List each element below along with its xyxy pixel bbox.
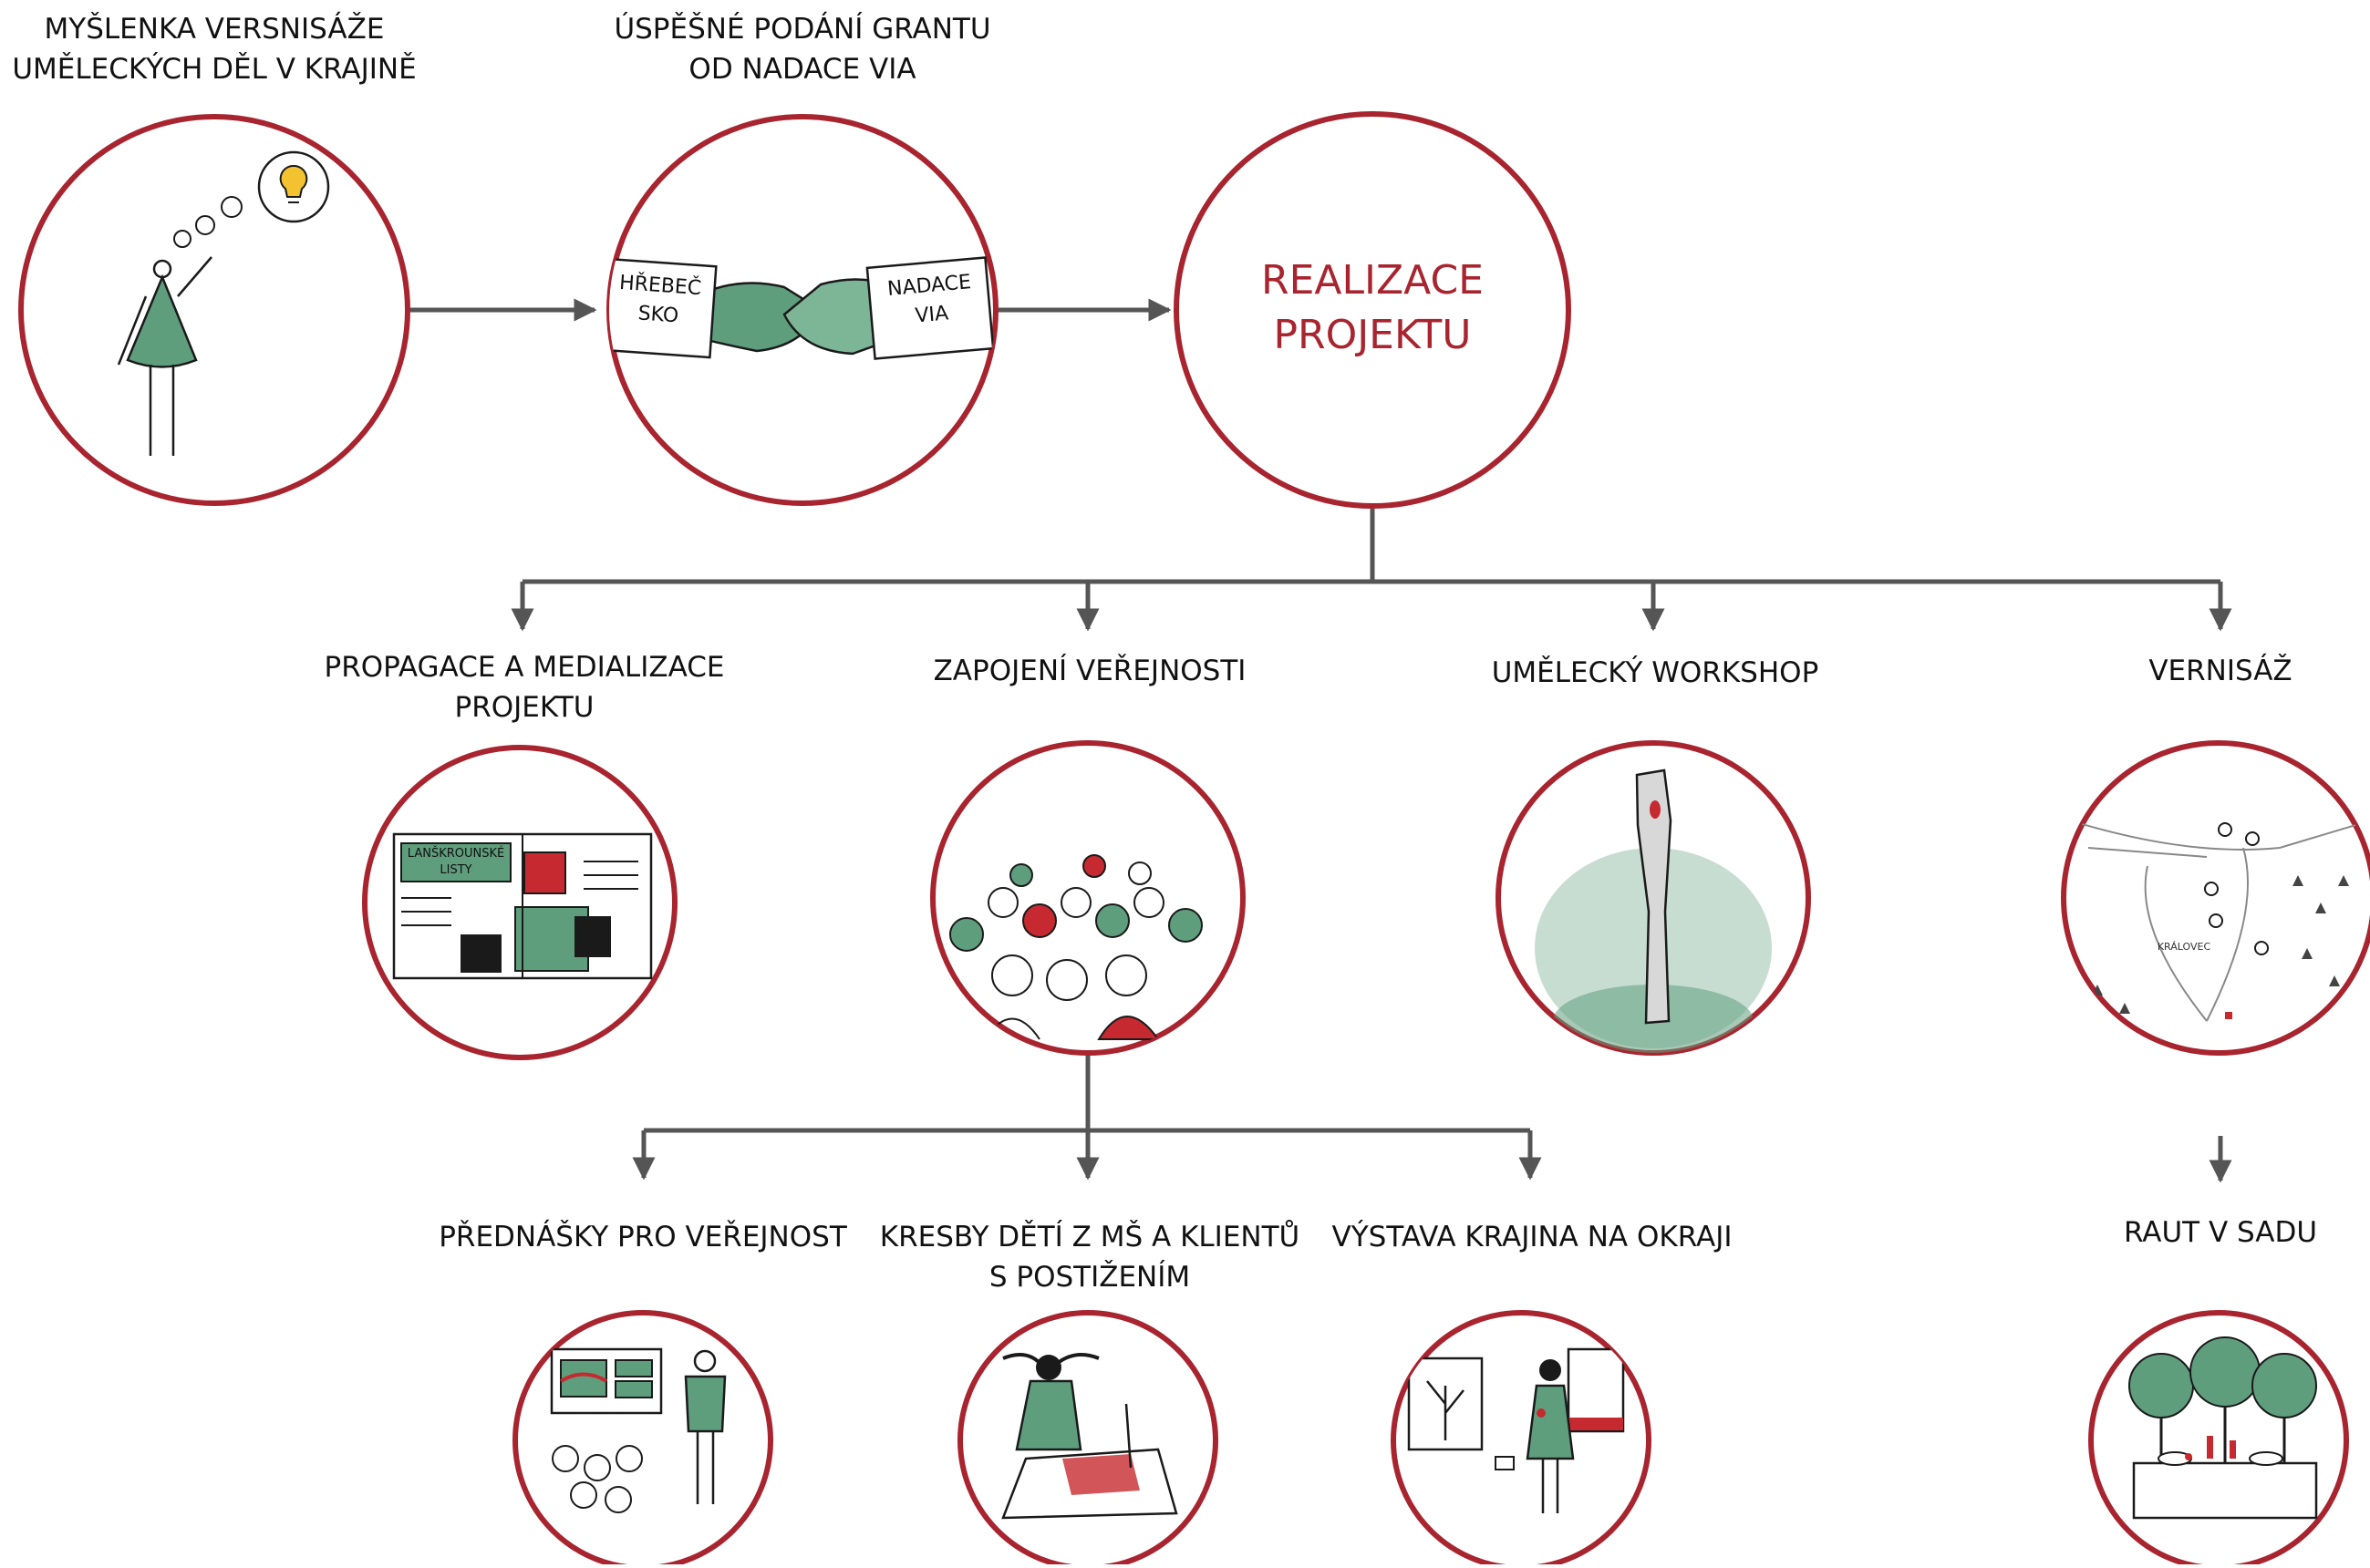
vernisaz-map-label: KRÁLOVEC [2143, 941, 2225, 954]
zapojeni-title-line1: ZAPOJENÍ VEŘEJNOSTI [933, 655, 1247, 687]
grant-node [606, 114, 999, 506]
crowd-icon [949, 854, 1203, 1040]
idea-node [18, 114, 410, 506]
raut-node [2088, 1310, 2349, 1568]
kresby-title: KRESBY DĚTÍ Z MŠ A KLIENTŮ S POSTIŽENÍM [866, 1217, 1313, 1297]
orchard-feast-icon [2128, 1336, 2318, 1520]
thinking-woman-icon [117, 150, 330, 456]
newspaper-icon [392, 832, 653, 980]
propagace-title-line1: PROPAGACE A MEDIALIZACE [324, 651, 725, 684]
prednasky-title-line1: PŘEDNÁŠKY PRO VEŘEJNOST [439, 1221, 847, 1253]
raut-title-line1: RAUT V SADU [2123, 1216, 2318, 1249]
workshop-title: UMĚLECKÝ WORKSHOP [1459, 653, 1851, 693]
kresby-node [957, 1310, 1218, 1568]
center-title-line1: REALIZACE [1261, 257, 1484, 304]
vystava-title-line1: VÝSTAVA KRAJINA NA OKRAJI [1331, 1221, 1733, 1253]
vernisaz-title: VERNISÁŽ [2097, 651, 2344, 691]
propagace-node [362, 745, 678, 1060]
child-drawing-icon [1001, 1353, 1178, 1520]
handshake-icon [609, 256, 995, 360]
idea-title-line2: UMĚLECKÝCH DĚL V KRAJINĚ [12, 53, 417, 86]
prednasky-node [512, 1310, 773, 1568]
grant-title-line1: ÚSPĚŠNÉ PODÁNÍ GRANTU [614, 13, 991, 46]
exhibition-icon [1407, 1347, 1625, 1513]
workshop-title-line1: UMĚLECKÝ WORKSHOP [1491, 656, 1819, 689]
vernisaz-map-label-text: KRÁLOVEC [2157, 941, 2211, 953]
center-node [1174, 111, 1571, 509]
grant-title-line2: OD NADACE VIA [688, 53, 916, 86]
kresby-title-line1: KRESBY DĚTÍ Z MŠ A KLIENTŮ [879, 1221, 1300, 1253]
vystava-title: VÝSTAVA KRAJINA NA OKRAJI [1313, 1217, 1751, 1257]
center-title-line2: PROJEKTU [1273, 312, 1472, 358]
zapojeni-title: ZAPOJENÍ VEŘEJNOSTI [894, 651, 1286, 691]
idea-title: MYŠLENKA VERSNISÁŽE UMĚLECKÝCH DĚL V KRA… [0, 9, 429, 89]
newspaper-masthead-title: LANŠKROUNSKÉ [407, 847, 505, 861]
newspaper-masthead-sub: LISTY [440, 863, 472, 877]
workshop-node [1495, 740, 1811, 1056]
lecture-icon [550, 1347, 727, 1513]
newspaper-masthead: LANŠKROUNSKÉ LISTY [401, 846, 511, 879]
grant-card-right: NADACE VIA [871, 267, 989, 335]
center-title: REALIZACE PROJEKTU [1190, 253, 1555, 363]
connectors [410, 298, 2232, 1183]
raut-title: RAUT V SADU [2097, 1212, 2344, 1253]
grant-card-left: HŘEBEČ SKO [607, 268, 711, 334]
idea-title-line1: MYŠLENKA VERSNISÁŽE [44, 13, 385, 46]
vernisaz-title-line1: VERNISÁŽ [2148, 655, 2292, 687]
kresby-title-line2: S POSTIŽENÍM [988, 1261, 1191, 1294]
sculpture-icon [1535, 769, 1772, 1053]
propagace-title: PROPAGACE A MEDIALIZACE PROJEKTU [301, 647, 748, 727]
map-icon [2069, 820, 2370, 1022]
zapojeni-node [930, 740, 1246, 1056]
vernisaz-node [2061, 740, 2370, 1056]
grant-title: ÚSPĚŠNÉ PODÁNÍ GRANTU OD NADACE VIA [593, 9, 1012, 89]
prednasky-title: PŘEDNÁŠKY PRO VEŘEJNOST [415, 1217, 871, 1257]
vystava-node [1391, 1310, 1651, 1568]
propagace-title-line2: PROJEKTU [454, 691, 595, 724]
